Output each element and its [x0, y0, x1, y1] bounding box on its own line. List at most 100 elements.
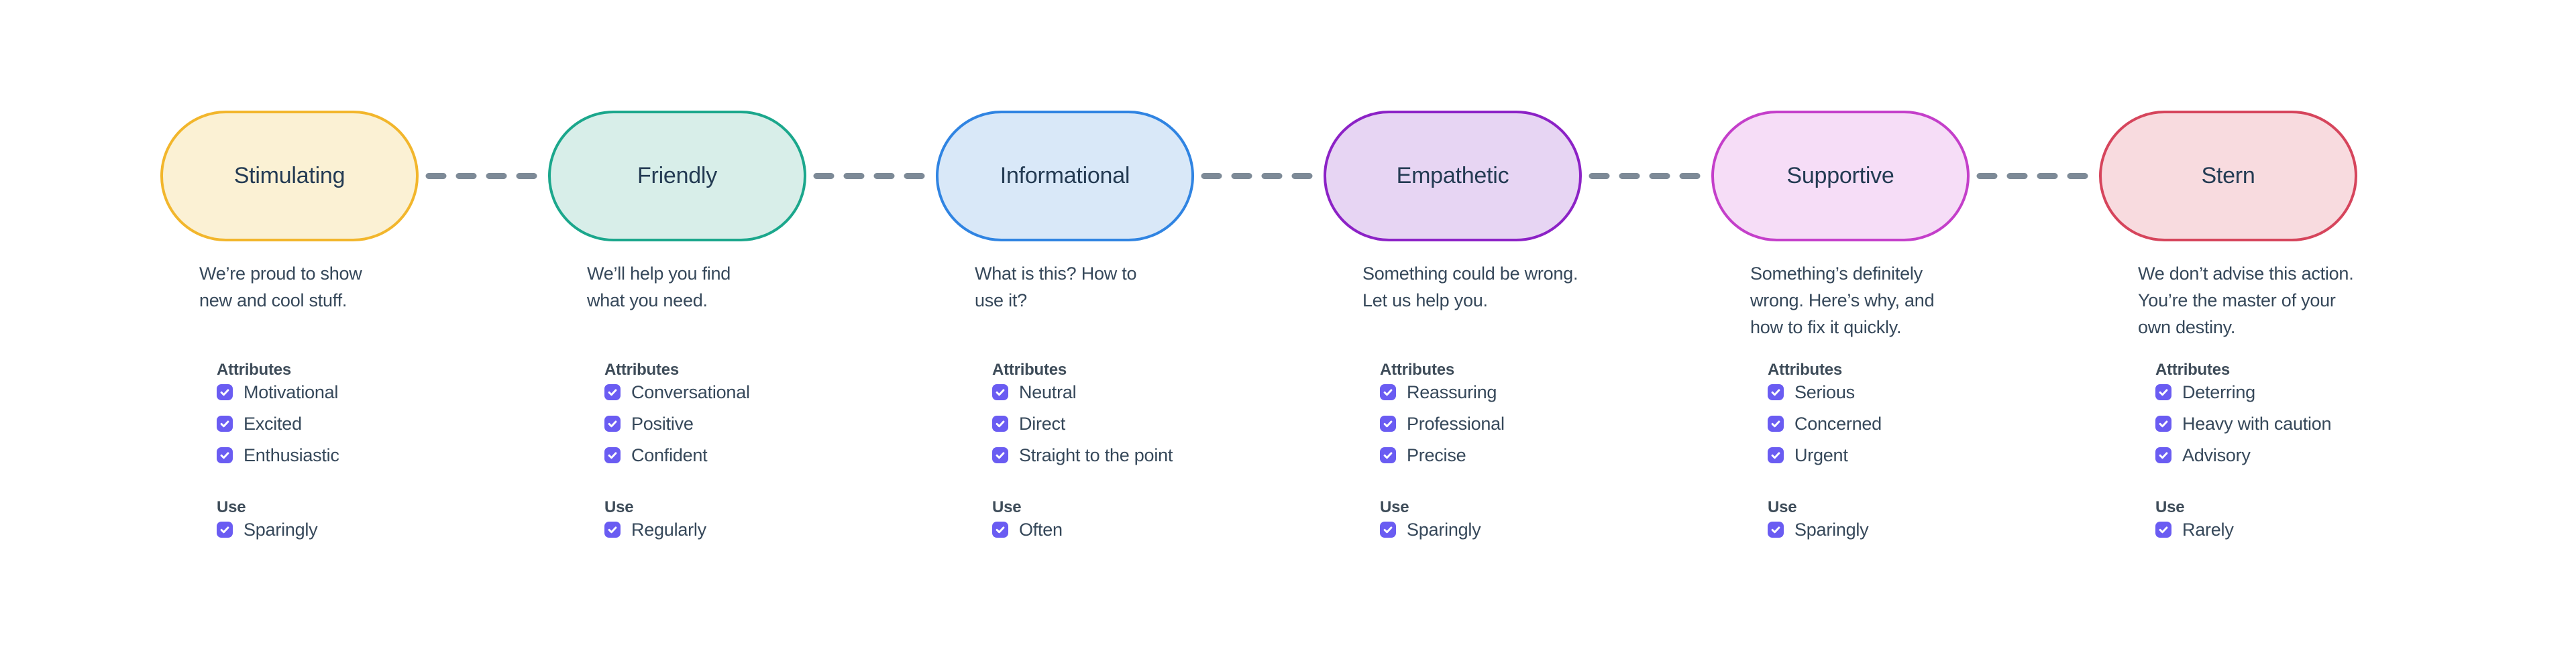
attribute-checkbox-row[interactable]: Deterring [2155, 382, 2331, 402]
tone-name: Stern [2201, 163, 2255, 188]
attribute-label: Neutral [1019, 381, 1077, 402]
attribute-checkbox-row[interactable]: Professional [1380, 413, 1505, 434]
use-label: Sparingly [1794, 519, 1869, 540]
checkbox-checked-icon[interactable] [604, 522, 621, 538]
tone-pill: Friendly [548, 111, 806, 241]
use-checkbox-row[interactable]: Rarely [2155, 519, 2234, 540]
use-checkbox-row[interactable]: Sparingly [217, 519, 318, 540]
attribute-checkbox-row[interactable]: Advisory [2155, 445, 2331, 465]
use-list: Sparingly [1380, 519, 1481, 553]
attribute-checkbox-row[interactable]: Positive [604, 414, 750, 434]
tone-pill: Informational [936, 111, 1194, 241]
use-heading: Use [1768, 498, 1797, 516]
tone-name: Supportive [1786, 163, 1894, 188]
attribute-checkbox-row[interactable]: Urgent [1768, 445, 1882, 465]
checkbox-checked-icon[interactable] [2155, 522, 2171, 538]
use-checkbox-row[interactable]: Sparingly [1380, 519, 1481, 540]
attribute-label: Advisory [2182, 445, 2251, 465]
checkbox-checked-icon[interactable] [2155, 384, 2171, 400]
attribute-label: Professional [1407, 413, 1505, 434]
attributes-list: Conversational Positive Confident [604, 381, 750, 479]
checkbox-checked-icon[interactable] [604, 384, 621, 400]
use-list: Regularly [604, 519, 706, 553]
attributes-heading: Attributes [2155, 361, 2230, 379]
use-list: Sparingly [1768, 519, 1869, 553]
checkbox-checked-icon[interactable] [2155, 416, 2171, 432]
attribute-label: Urgent [1794, 445, 1848, 465]
attribute-checkbox-row[interactable]: Precise [1380, 445, 1505, 465]
attribute-checkbox-row[interactable]: Confident [604, 445, 750, 465]
attribute-label: Serious [1794, 381, 1855, 402]
use-list: Often [992, 519, 1063, 553]
attributes-heading: Attributes [992, 361, 1067, 379]
tone-description: What is this? How to use it? [975, 263, 1137, 310]
tone-column-stern: Stern We don’t advise this action. You’r… [2099, 0, 2465, 649]
checkbox-checked-icon[interactable] [217, 447, 233, 463]
tone-pill: Stern [2099, 111, 2357, 241]
tone-pill: Supportive [1711, 111, 1970, 241]
attributes-list: Motivational Excited Enthusiastic [217, 381, 339, 479]
checkbox-checked-icon[interactable] [1380, 416, 1396, 432]
checkbox-checked-icon[interactable] [604, 447, 621, 463]
checkbox-checked-icon[interactable] [217, 522, 233, 538]
use-list: Sparingly [217, 519, 318, 553]
checkbox-checked-icon[interactable] [992, 522, 1008, 538]
use-heading: Use [992, 498, 1022, 516]
attribute-label: Reassuring [1407, 381, 1497, 402]
attribute-label: Motivational [244, 381, 339, 402]
attribute-checkbox-row[interactable]: Direct [992, 414, 1173, 434]
checkbox-checked-icon[interactable] [992, 447, 1008, 463]
use-label: Regularly [631, 519, 706, 540]
attribute-label: Straight to the point [1019, 445, 1173, 465]
checkbox-checked-icon[interactable] [1768, 447, 1784, 463]
attributes-list: Deterring Heavy with caution Advisory [2155, 382, 2332, 479]
tone-pill: Empathetic [1324, 111, 1582, 241]
attribute-label: Concerned [1794, 413, 1882, 434]
tone-column-stimulating: Stimulating We’re proud to show new and … [160, 0, 526, 649]
checkbox-checked-icon[interactable] [1768, 416, 1784, 432]
attribute-checkbox-row[interactable]: Enthusiastic [217, 445, 339, 465]
checkbox-checked-icon[interactable] [1380, 522, 1396, 538]
use-label: Rarely [2182, 519, 2234, 540]
attribute-checkbox-row[interactable]: Serious [1768, 381, 1882, 402]
tone-description: Something could be wrong. Let us help yo… [1362, 263, 1578, 310]
use-label: Sparingly [1407, 519, 1481, 540]
attribute-checkbox-row[interactable]: Conversational [604, 381, 750, 402]
checkbox-checked-icon[interactable] [217, 416, 233, 432]
checkbox-checked-icon[interactable] [992, 416, 1008, 432]
use-checkbox-row[interactable]: Often [992, 519, 1063, 540]
attribute-checkbox-row[interactable]: Excited [217, 413, 339, 434]
checkbox-checked-icon[interactable] [1380, 447, 1396, 463]
tone-name: Empathetic [1396, 163, 1509, 188]
tone-description: Something’s definitely wrong. Here’s why… [1750, 263, 1935, 337]
attribute-label: Excited [244, 413, 302, 434]
connector-dashed-line [425, 173, 541, 179]
attribute-checkbox-row[interactable]: Straight to the point [992, 445, 1173, 465]
checkbox-checked-icon[interactable] [217, 384, 233, 400]
use-label: Often [1019, 519, 1063, 540]
checkbox-checked-icon[interactable] [1768, 522, 1784, 538]
checkbox-checked-icon[interactable] [992, 384, 1008, 400]
tone-description: We don’t advise this action. You’re the … [2138, 263, 2354, 337]
tone-name: Friendly [637, 163, 717, 188]
use-checkbox-row[interactable]: Regularly [604, 519, 706, 540]
attribute-checkbox-row[interactable]: Reassuring [1380, 381, 1505, 402]
use-heading: Use [604, 498, 634, 516]
checkbox-checked-icon[interactable] [2155, 447, 2171, 463]
attribute-label: Conversational [631, 381, 750, 402]
tone-pill: Stimulating [160, 111, 419, 241]
checkbox-checked-icon[interactable] [604, 416, 621, 432]
attributes-list: Reassuring Professional Precise [1380, 381, 1505, 479]
use-heading: Use [1380, 498, 1409, 516]
use-checkbox-row[interactable]: Sparingly [1768, 519, 1869, 540]
attribute-checkbox-row[interactable]: Neutral [992, 381, 1173, 402]
checkbox-checked-icon[interactable] [1380, 384, 1396, 400]
checkbox-checked-icon[interactable] [1768, 384, 1784, 400]
attribute-checkbox-row[interactable]: Concerned [1768, 413, 1882, 434]
attribute-checkbox-row[interactable]: Heavy with caution [2155, 414, 2332, 434]
use-label: Sparingly [244, 519, 318, 540]
tone-name: Informational [1000, 163, 1130, 188]
attributes-heading: Attributes [1380, 361, 1454, 379]
connector-dashed-line [1201, 173, 1317, 179]
attribute-checkbox-row[interactable]: Motivational [217, 381, 339, 402]
